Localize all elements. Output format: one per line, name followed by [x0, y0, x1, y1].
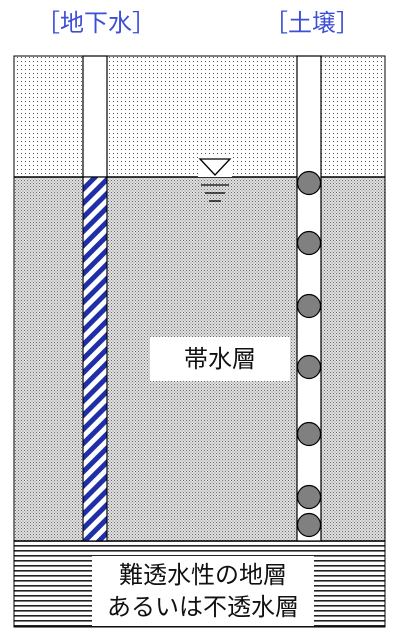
aquitard-label-line2: あるいは不透水層 [107, 593, 299, 621]
groundwater-well-screen [82, 176, 108, 542]
sampling-point-icon [296, 421, 322, 447]
soil-header: ［土壌］ [264, 9, 360, 37]
groundwater-header: ［地下水］ [36, 9, 156, 37]
soil-sampling-points [296, 170, 322, 538]
aquitard-label: 難透水性の地層 あるいは不透水層 [92, 556, 314, 626]
water-table-triangle-icon [198, 157, 232, 202]
sampling-point-icon [296, 230, 322, 256]
sampling-point-icon [296, 512, 322, 538]
sampling-point-icon [296, 293, 322, 319]
sampling-point-icon [296, 484, 322, 510]
sampling-point-icon [296, 354, 322, 380]
sampling-point-icon [296, 170, 322, 196]
unsaturated-zone [13, 55, 386, 178]
groundwater-well-casing [82, 55, 108, 178]
aquitard-label-line1: 難透水性の地層 [119, 561, 287, 589]
aquifer-label: 帯水層 [150, 337, 290, 381]
